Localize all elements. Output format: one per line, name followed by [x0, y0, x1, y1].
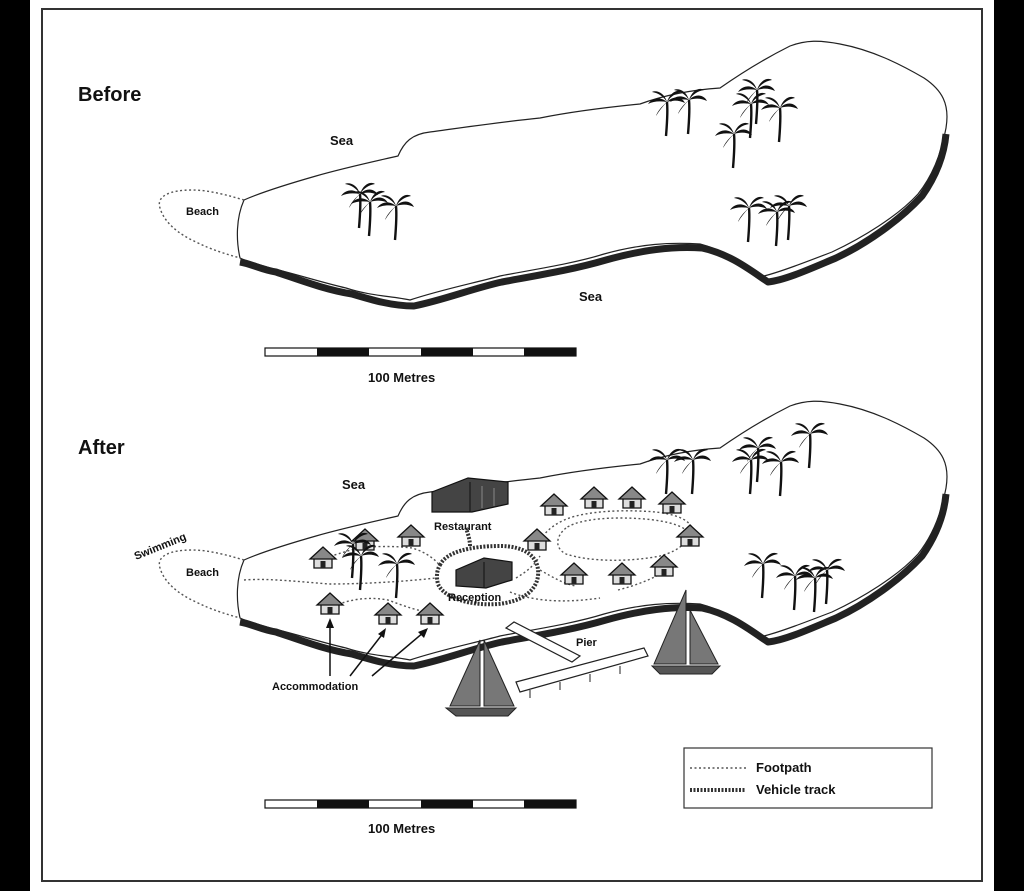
reception-building: Reception: [448, 557, 513, 604]
before-scale-label: 100 Metres: [368, 370, 435, 385]
after-cliff: [239, 493, 950, 670]
after-island-land: [236, 400, 948, 661]
reception-label: Reception: [448, 592, 501, 604]
legend: Footpath Vehicle track: [683, 747, 933, 809]
after-beach-outline: [158, 549, 245, 619]
before-cliff: [239, 133, 950, 310]
map-frame: Before Beach Sea Sea: [30, 0, 994, 891]
sailing-boat-left: [444, 639, 518, 717]
sailing-boat-right: [650, 589, 722, 675]
before-sea-bottom-label: Sea: [579, 289, 603, 304]
after-sea-top-label: Sea: [342, 477, 366, 492]
island-map: Before Beach Sea Sea: [78, 40, 950, 836]
after-beach-label: Beach: [186, 567, 219, 579]
restaurant-building: Restaurant: [431, 477, 509, 533]
before-beach-label: Beach: [186, 206, 219, 218]
pier-label: Pier: [576, 637, 598, 649]
before-scale-bar: 100 Metres: [264, 347, 577, 385]
accommodation-label: Accommodation: [272, 681, 358, 693]
before-beach-outline: [158, 189, 245, 259]
swimming-label: Swimming: [133, 531, 189, 563]
after-island: Beach Swimming Sea Restaurant: [133, 400, 950, 717]
pier: Pier: [504, 621, 649, 698]
map-border: [41, 8, 983, 882]
after-scale-label: 100 Metres: [368, 821, 435, 836]
after-scale-bar: 100 Metres: [264, 799, 577, 836]
vehicle-track: [434, 527, 541, 607]
before-sea-top-label: Sea: [330, 133, 354, 148]
before-island: Beach Sea Sea: [158, 40, 950, 310]
restaurant-label: Restaurant: [434, 521, 492, 533]
after-heading: After: [78, 437, 125, 459]
legend-footpath: Footpath: [756, 760, 812, 775]
before-heading: Before: [78, 84, 141, 106]
accommodation-callout: Accommodation: [272, 618, 428, 693]
legend-vehicle-track: Vehicle track: [756, 782, 836, 797]
